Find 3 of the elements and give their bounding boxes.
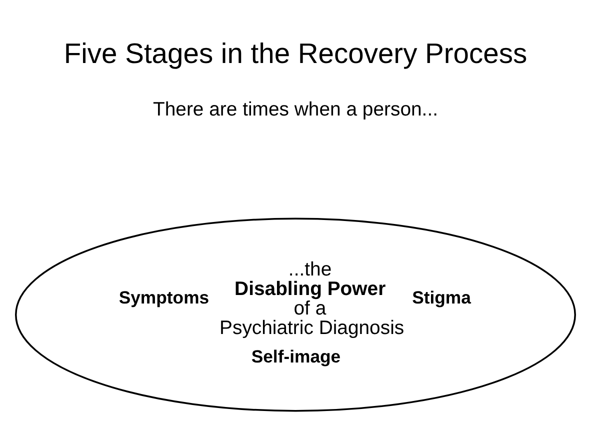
node-ellipse: Symptoms ...the Disabling Power of a Psychiatric Diagnosis Stigma Self-image [15,218,576,412]
label: There are times when a person... [153,98,438,121]
diagram-title: Five Stages in the Recovery Process [64,36,528,69]
